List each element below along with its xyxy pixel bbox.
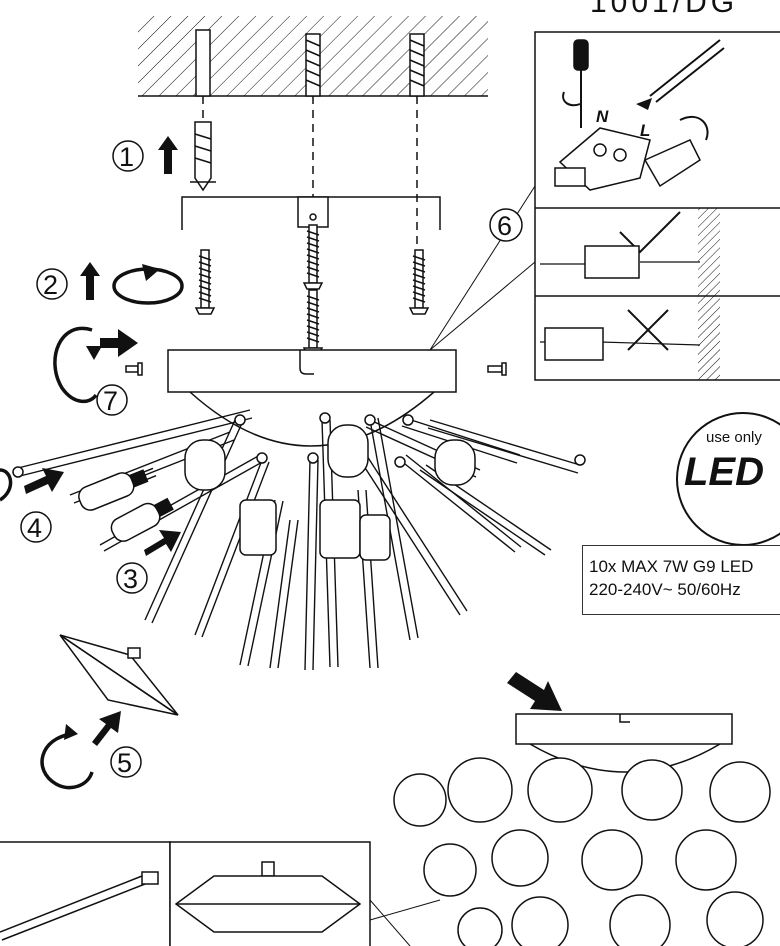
chandelier-hub <box>189 391 435 447</box>
rotate-icon <box>0 468 13 502</box>
step-label: 6 <box>497 211 512 241</box>
wall-plug <box>190 121 216 192</box>
side-screw-right <box>487 362 507 376</box>
cone-shade <box>59 634 179 716</box>
g9-bulb <box>78 467 157 511</box>
live-label: L <box>640 121 650 140</box>
wiring-detail-panel: N L <box>429 31 780 381</box>
step-badge <box>36 268 68 300</box>
step-badge <box>489 208 523 242</box>
step-badge <box>20 511 52 543</box>
neutral-label: N <box>596 107 609 126</box>
step-label: 7 <box>103 386 118 416</box>
step-label: 1 <box>119 142 134 172</box>
assembled-chandelier <box>393 713 771 946</box>
arrow-up-icon <box>92 711 121 746</box>
step-badge <box>96 384 128 416</box>
arrow-right-icon <box>100 329 138 357</box>
mounting-bracket <box>181 196 441 230</box>
screw <box>303 224 323 290</box>
parts-shade-box <box>169 841 441 946</box>
rotate-icon <box>53 326 102 403</box>
screw <box>409 249 429 315</box>
step-label: 2 <box>43 270 58 300</box>
step-label: 4 <box>27 513 42 543</box>
ceiling-plugs <box>195 29 425 97</box>
chandelier-rods <box>17 409 581 671</box>
g9-bulb <box>110 497 174 542</box>
parts-rod-box <box>0 841 171 946</box>
spec-label-box: 10x MAX 7W G9 LED 220-240V~ 50/60Hz <box>582 545 780 615</box>
step-badge <box>116 562 148 594</box>
canopy-plate <box>167 349 457 393</box>
spec-line-2: 220-240V~ 50/60Hz <box>589 580 741 599</box>
led-badge-big-text: LED <box>684 450 764 494</box>
arrow-right-icon <box>144 530 181 556</box>
rotate-icon <box>40 724 94 790</box>
arrow-up-icon <box>157 135 179 175</box>
side-screw-left <box>125 362 143 376</box>
arrow-down-right-icon <box>507 672 562 711</box>
led-badge-top-text: use only <box>706 429 762 446</box>
step-badge <box>112 140 144 172</box>
check-icon <box>619 211 681 254</box>
screw <box>303 289 323 355</box>
spec-line-1: 10x MAX 7W G9 LED <box>589 557 754 576</box>
screw <box>195 249 215 315</box>
step-badge <box>110 746 142 778</box>
rotate-icon <box>112 264 184 305</box>
arrow-right-icon <box>24 468 64 494</box>
use-only-led-badge: use only LED <box>676 412 780 546</box>
lamp-holders <box>184 424 476 561</box>
rod-end-caps <box>12 412 586 478</box>
step-label: 3 <box>123 564 138 594</box>
header-fragment: 1001/DG <box>590 0 739 19</box>
step-label: 5 <box>117 748 132 778</box>
arrow-up-icon <box>79 261 101 301</box>
